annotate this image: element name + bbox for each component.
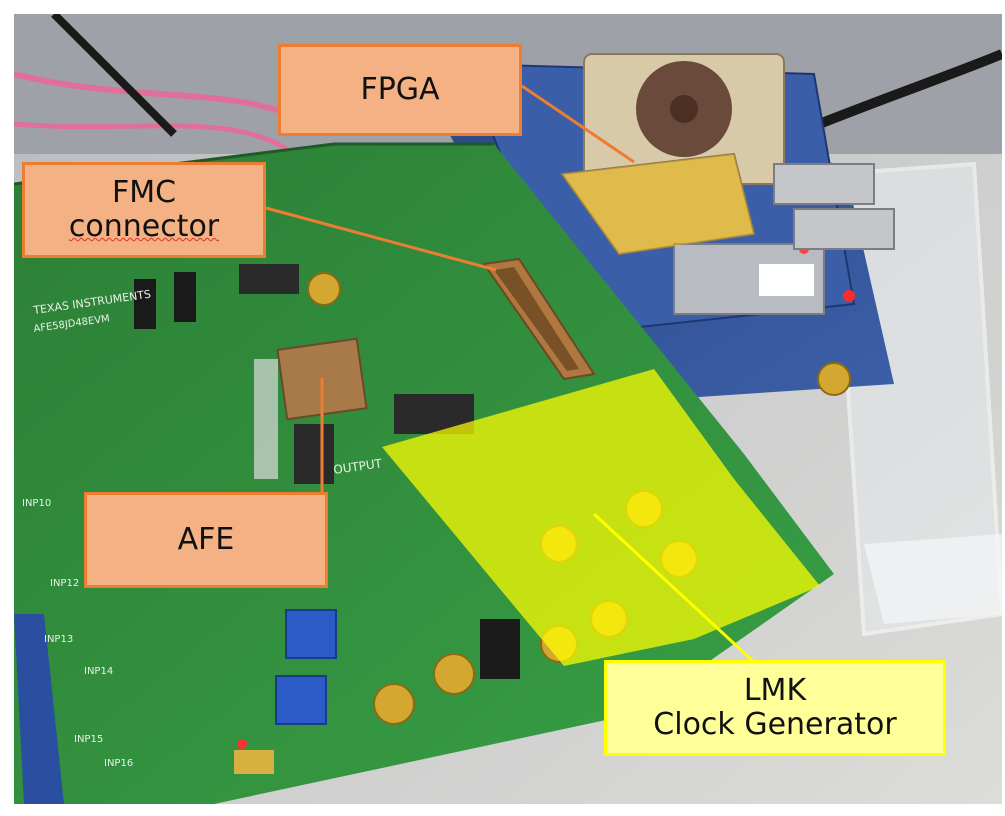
silkscreen-input-6: INP16 bbox=[104, 758, 133, 769]
fpga-highlight bbox=[562, 154, 754, 254]
fan-hub bbox=[670, 95, 698, 123]
sma-connector-9 bbox=[817, 362, 851, 396]
fpga-label: FPGA bbox=[278, 44, 522, 136]
black-cable-right bbox=[792, 49, 1002, 139]
sma-connector-1 bbox=[307, 272, 341, 306]
jumper-header-1 bbox=[134, 279, 156, 329]
silkscreen-input-1: INP10 bbox=[22, 498, 51, 509]
heatsink bbox=[560, 152, 756, 256]
acrylic-base bbox=[864, 534, 1002, 624]
ethernet-port-2 bbox=[793, 208, 895, 250]
lmk-leader-line bbox=[592, 512, 756, 664]
lmk-label-line1: LMK bbox=[743, 672, 807, 708]
ethernet-port bbox=[773, 163, 875, 205]
afe-label: AFE bbox=[84, 492, 328, 588]
resistor-array bbox=[254, 359, 278, 479]
fmc-label-line2: connector bbox=[68, 209, 220, 244]
capacitor bbox=[234, 750, 274, 774]
trimmer-pot-2 bbox=[275, 675, 327, 725]
silkscreen-input-4: INP14 bbox=[84, 666, 113, 677]
lmk-highlight bbox=[382, 369, 820, 666]
fmc-label-line1: FMC bbox=[111, 174, 177, 210]
silkscreen-input-3: INP13 bbox=[44, 634, 73, 645]
black-cable bbox=[51, 14, 177, 137]
silkscreen-output: OUTPUT bbox=[332, 456, 383, 477]
qr-sticker bbox=[759, 264, 814, 296]
silkscreen-input-2: INP12 bbox=[50, 578, 79, 589]
pink-cable-2 bbox=[14, 121, 296, 157]
acrylic-stand bbox=[831, 161, 1002, 637]
trimmer-pot-1 bbox=[285, 609, 337, 659]
pin-header-1 bbox=[239, 264, 299, 294]
board-red-led bbox=[237, 739, 247, 749]
jumper-header-2 bbox=[174, 272, 196, 322]
afe-label-text: AFE bbox=[177, 521, 235, 557]
red-led bbox=[843, 290, 855, 302]
lmk-label: LMK Clock Generator bbox=[604, 660, 946, 756]
fpga-leader-line bbox=[521, 84, 635, 164]
board-illustration: TEXAS INSTRUMENTS AFE58JD48EVM OUTPUT IN… bbox=[14, 14, 1002, 804]
board-photo: TEXAS INSTRUMENTS AFE58JD48EVM OUTPUT IN… bbox=[14, 14, 1002, 804]
audio-jack bbox=[480, 619, 520, 679]
lmk-label-line2: Clock Generator bbox=[653, 707, 897, 742]
fmc-leader-line bbox=[265, 206, 497, 272]
sma-connector-3 bbox=[433, 653, 475, 695]
fmc-connector-label: FMC connector bbox=[22, 162, 266, 258]
sma-connector-2 bbox=[373, 683, 415, 725]
fpga-label-text: FPGA bbox=[360, 71, 440, 107]
fmc-connector-slot bbox=[494, 267, 579, 371]
pin-header-2 bbox=[294, 424, 334, 484]
blue-cable bbox=[14, 614, 64, 804]
silkscreen-input-5: INP15 bbox=[74, 734, 103, 745]
